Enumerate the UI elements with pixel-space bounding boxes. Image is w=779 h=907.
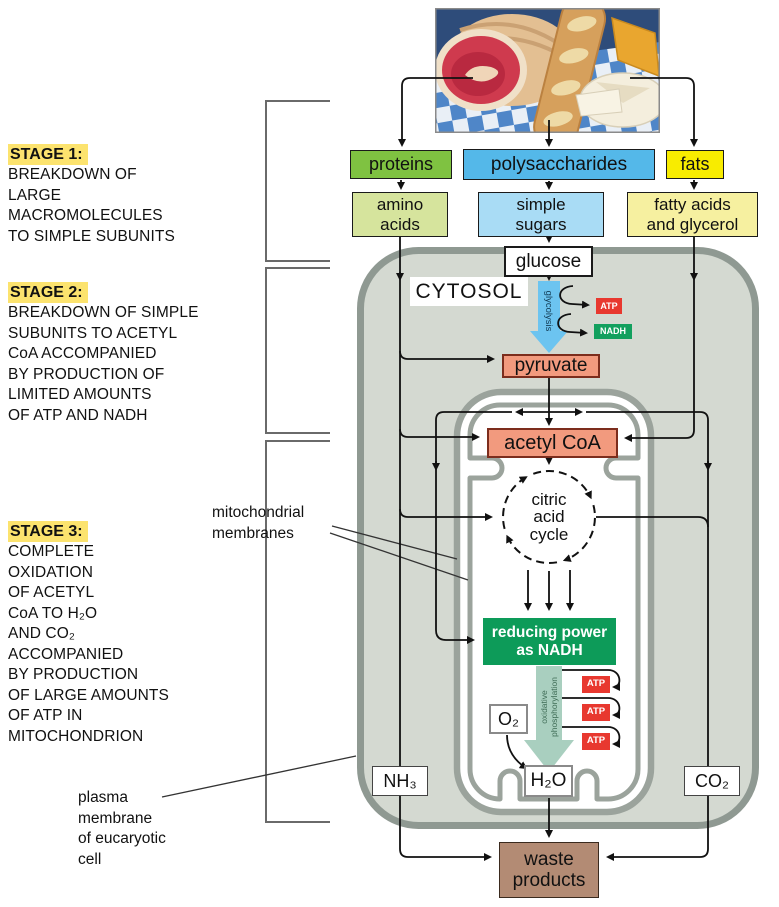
nh3-to-waste [399, 796, 492, 861]
glycolysis-nadh-badge: NADH [594, 324, 632, 339]
oxphos-atp-badge-3: ATP [582, 733, 610, 750]
byproduct-right-line [586, 411, 709, 766]
cytosol-label: CYTOSOL [410, 277, 528, 306]
citric-to-co2 [596, 516, 709, 528]
simple-sugars-box: simple sugars [478, 192, 604, 237]
membranes-pointer-2 [329, 532, 469, 581]
stage3-body: COMPLETE OXIDATION OF ACETYL CoA TO H₂O … [8, 543, 169, 745]
amino-acids-box: amino acids [352, 192, 448, 237]
oxphos-atp-hook-1 [562, 669, 621, 691]
glycolysis-nadh-hook [557, 313, 588, 337]
stage2-bracket [265, 267, 330, 434]
oxphos-atp-badge-2: ATP [582, 704, 610, 721]
stage1-text: STAGE 1: BREAKDOWN OF LARGE MACROMOLECUL… [8, 126, 175, 265]
stage1-bracket [265, 100, 330, 262]
co2-to-waste [606, 796, 709, 861]
polysaccharides-box: polysaccharides [463, 149, 655, 180]
oxidative-phosphorylation-label: oxidative phosphorylation [539, 677, 559, 738]
stage2-text: STAGE 2: BREAKDOWN OF SIMPLE SUBUNITS TO… [8, 264, 199, 444]
oxidative-phosphorylation-arrow [524, 666, 574, 772]
nh3-box: NH₃ [372, 766, 428, 796]
stage2-body: BREAKDOWN OF SIMPLE SUBUNITS TO ACETYL C… [8, 304, 199, 424]
glycolysis-arrow [530, 281, 568, 353]
reducing-power-box: reducing power as NADH [483, 618, 616, 665]
fatty-acids-box: fatty acids and glycerol [627, 192, 758, 237]
glucose-box: glucose [504, 246, 593, 277]
stage1-body: BREAKDOWN OF LARGE MACROMOLECULES TO SIM… [8, 166, 175, 245]
plasma-membrane-label: plasma membrane of eucaryotic cell [78, 789, 166, 868]
glycolysis-label: glycolysis [543, 290, 555, 332]
stage-brackets [265, 100, 330, 823]
stage1-heading: STAGE 1: [8, 144, 88, 165]
oxphos-atp-hook-2 [562, 697, 621, 719]
meat-to-proteins-arrow [398, 77, 473, 147]
oxphos-atp-badge-1: ATP [582, 676, 610, 693]
co2-box: CO₂ [684, 766, 740, 796]
amino-to-citric [399, 508, 493, 521]
fats-box: fats [666, 150, 724, 179]
o2-to-h2o-hook [506, 734, 528, 770]
baguette-illustration [533, 8, 607, 133]
fat-line [624, 237, 695, 442]
waste-products-box: waste products [499, 842, 599, 898]
plasma-membrane-pointer [161, 755, 357, 798]
pyruvate-box: pyruvate [502, 354, 600, 378]
cheese-to-fats-arrow [630, 77, 698, 147]
oxphos-atp-hook-3 [562, 726, 621, 748]
citric-cycle-circle [502, 470, 596, 564]
proteins-box: proteins [350, 150, 452, 179]
mitochondrial-inner-membrane [467, 402, 641, 802]
stage3-bracket [265, 440, 330, 823]
stage2-heading: STAGE 2: [8, 282, 88, 303]
h2o-box: H₂O [524, 765, 573, 797]
o2-box: O₂ [489, 704, 528, 734]
glycolysis-atp-badge: ATP [596, 298, 622, 314]
cheese-illustration [575, 16, 660, 128]
acetyl-coa-box: acetyl CoA [487, 428, 618, 458]
glycolysis-atp-hook [559, 285, 590, 309]
byproduct-left-line [435, 411, 512, 644]
amino-to-pyruvate [399, 350, 495, 363]
amino-to-acetyl [399, 428, 480, 441]
food-photo [435, 8, 660, 133]
citric-acid-cycle-label: citric acid cycle [529, 489, 569, 544]
stage3-text: STAGE 3: COMPLETE OXIDATION OF ACETYL Co… [8, 503, 169, 765]
mitochondrial-membranes-label: mitochondrial membranes [212, 504, 305, 542]
stage3-heading: STAGE 3: [8, 521, 88, 542]
